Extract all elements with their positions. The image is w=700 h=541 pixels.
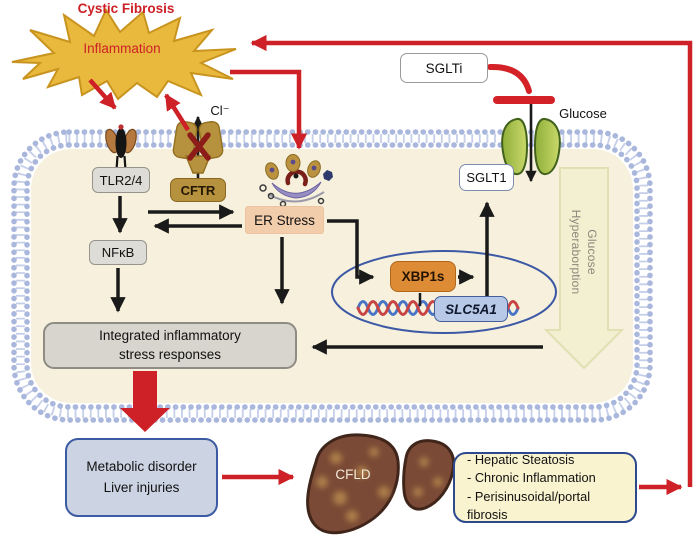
integrated-line2: stress responses [118, 346, 222, 362]
slc5a1-box: SLC5A1 [434, 296, 508, 322]
hyperabsorption-line2: Hyperaborption [569, 209, 583, 295]
outcome-item: - Hepatic Steatosis [467, 452, 575, 468]
blocked-x-icon [187, 132, 211, 161]
misfolded-protein-cluster-icon [259, 154, 333, 214]
cfld-label: CFLD [335, 466, 371, 482]
glucose-label: Glucose [559, 105, 607, 121]
inflammation-label: Inflammation [83, 41, 161, 56]
arrow-inflammation-to-tlr [88, 78, 117, 110]
integrated-stress-box: Integrated inflammatory stress responses [43, 322, 297, 369]
nucleus-outline [331, 250, 557, 334]
liver-steatosis-spots [316, 447, 443, 522]
glucose-hyperabsorption-arrow [543, 167, 625, 370]
liver-icon [306, 433, 456, 535]
cystic-fibrosis-label: Cystic Fibrosis [77, 1, 175, 16]
arrow-inflammation-to-er [230, 69, 308, 150]
integrated-line1: Integrated inflammatory [99, 328, 241, 344]
xbp1s-box: XBP1s [390, 261, 456, 292]
cftr-channel-icon [172, 120, 224, 174]
metabolic-disorder-box: Metabolic disorder Liver injuries [65, 438, 218, 517]
glucose-hyperabsorption-label: Glucose Hyperaborption [567, 182, 601, 322]
inflammation-arrows [88, 34, 693, 496]
cftr-box: CFTR [170, 178, 226, 202]
hyperabsorption-line1: Glucose [585, 229, 600, 275]
chloride-label: Cl⁻ [210, 103, 230, 118]
sglti-box: SGLTi [400, 53, 488, 83]
metabolic-line1: Metabolic disorder [86, 458, 197, 474]
outcome-item: - Perisinusoidal/portal fibrosis [467, 488, 591, 522]
arrow-feedback-to-inflammation [250, 34, 693, 487]
arrow-integrated-to-metabolic [120, 371, 170, 432]
arrow-cftr-to-inflammation [164, 93, 190, 132]
metabolic-line2: Liver injuries [103, 479, 180, 495]
sglti-inhibition-icon [487, 63, 555, 104]
tlr24-box: TLR2/4 [92, 167, 150, 193]
arrow-er-to-xbp1s [327, 219, 375, 285]
sglt1-box: SGLT1 [459, 164, 514, 191]
liver-outcomes-box: - Hepatic Steatosis - Chronic Inflammati… [453, 452, 637, 523]
tlr-receptor-icon [105, 124, 137, 171]
inflammation-starburst [11, 7, 237, 101]
sglt1-transporter-icon [501, 118, 561, 176]
er-stress-box: ER Stress [245, 206, 324, 234]
outcome-item: - Chronic Inflammation [467, 470, 596, 486]
nfkb-box: NFκB [89, 240, 147, 265]
